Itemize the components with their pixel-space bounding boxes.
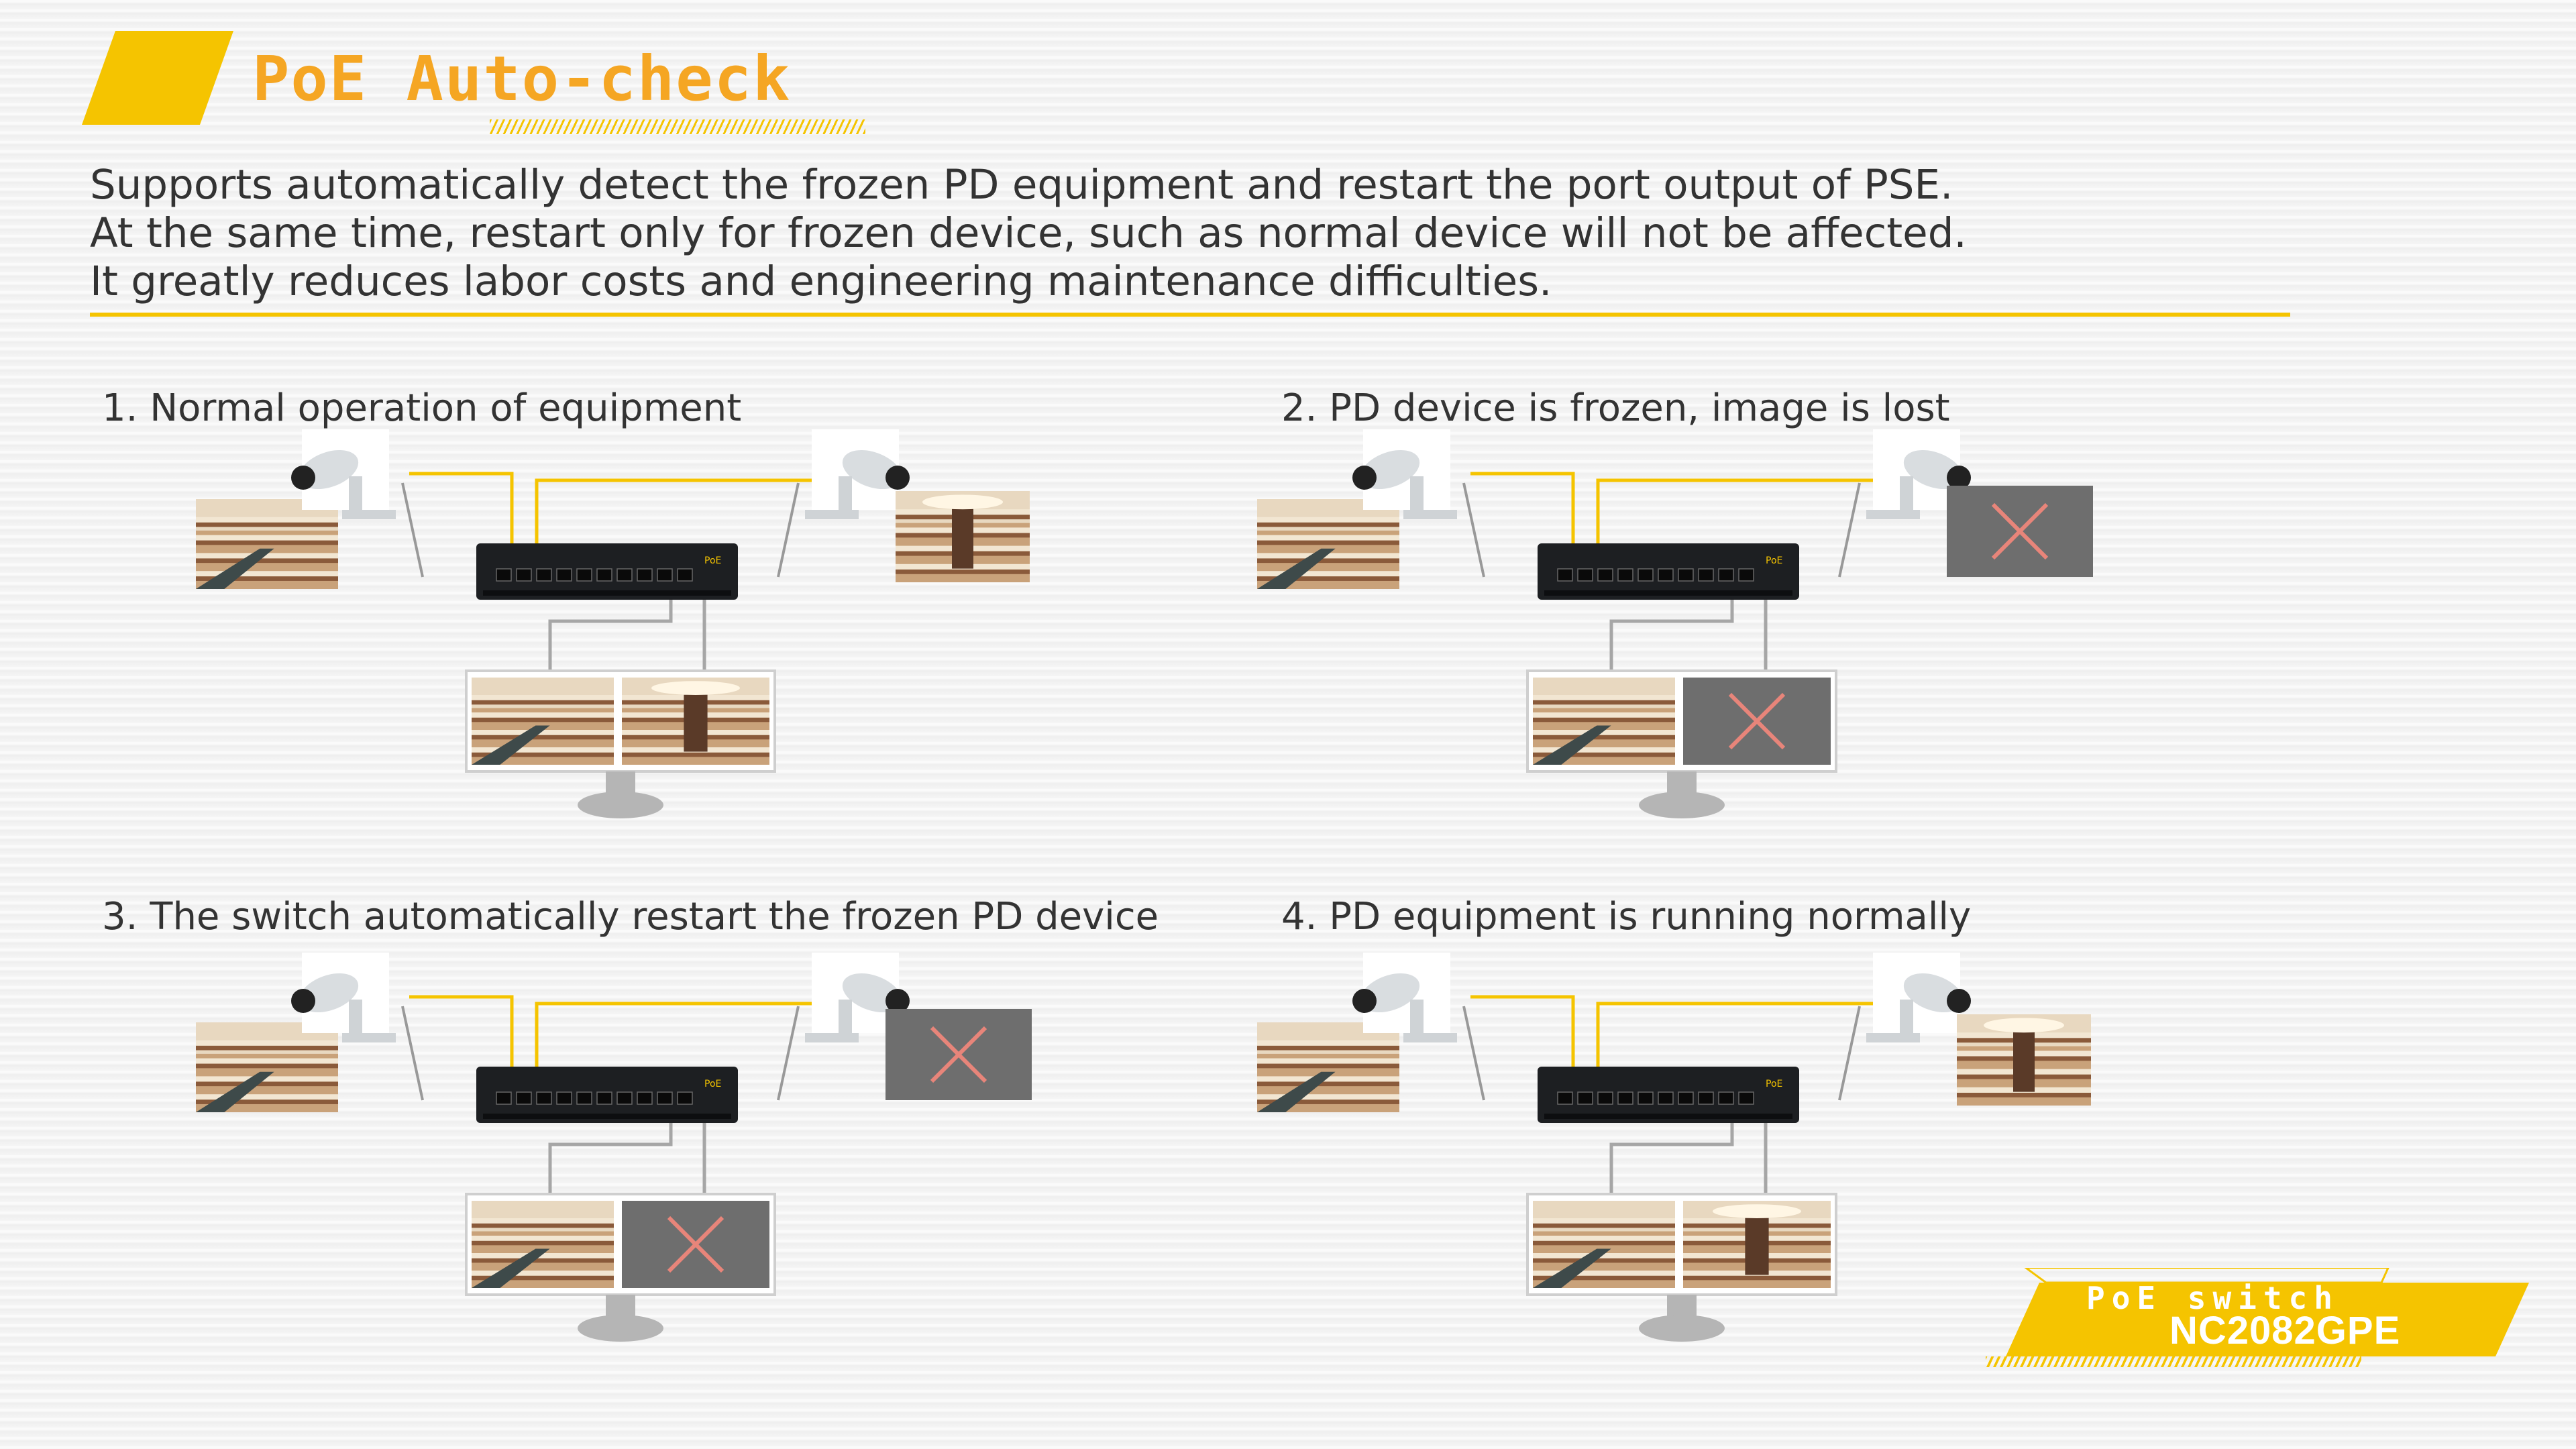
page-title: PoE Auto-check [252,43,792,115]
title-banner-shape [82,31,233,125]
intro-line-1: Supports automatically detect the frozen… [90,161,1953,209]
step-4-title: 4. PD equipment is running normally [1281,895,1972,938]
diagram-step-3: PoE [188,953,1261,1436]
topology-diagram: PoE [1257,953,2091,1342]
diagram-step-4: PoE [1249,953,2322,1436]
diagram-step-1: PoE [188,429,1261,912]
svg-text:PoE: PoE [1766,1079,1782,1089]
intro-divider [90,313,2290,317]
topology-diagram: PoE [196,953,1032,1342]
badge-model-number: NC2082GPE [2169,1309,2401,1352]
intro-line-2: At the same time, restart only for froze… [90,209,1967,257]
svg-text:PoE: PoE [1766,555,1782,566]
badge-product-type: PoE switch [2086,1280,2339,1316]
topology-diagram: PoE [1257,429,2093,818]
topology-diagram: PoE [196,429,1030,818]
svg-text:PoE: PoE [704,555,721,566]
step-2-title: 2. PD device is frozen, image is lost [1281,386,1950,430]
title-hatch-decoration [490,119,865,134]
diagram-step-2: PoE [1249,429,2322,912]
product-badge-shape [1986,1268,2529,1367]
intro-text: Supports automatically detect the frozen… [90,161,2304,306]
step-3-title: 3. The switch automatically restart the … [102,895,1159,938]
svg-text:PoE: PoE [704,1079,721,1089]
intro-line-3: It greatly reduces labor costs and engin… [90,258,1552,305]
step-1-title: 1. Normal operation of equipment [102,386,742,430]
